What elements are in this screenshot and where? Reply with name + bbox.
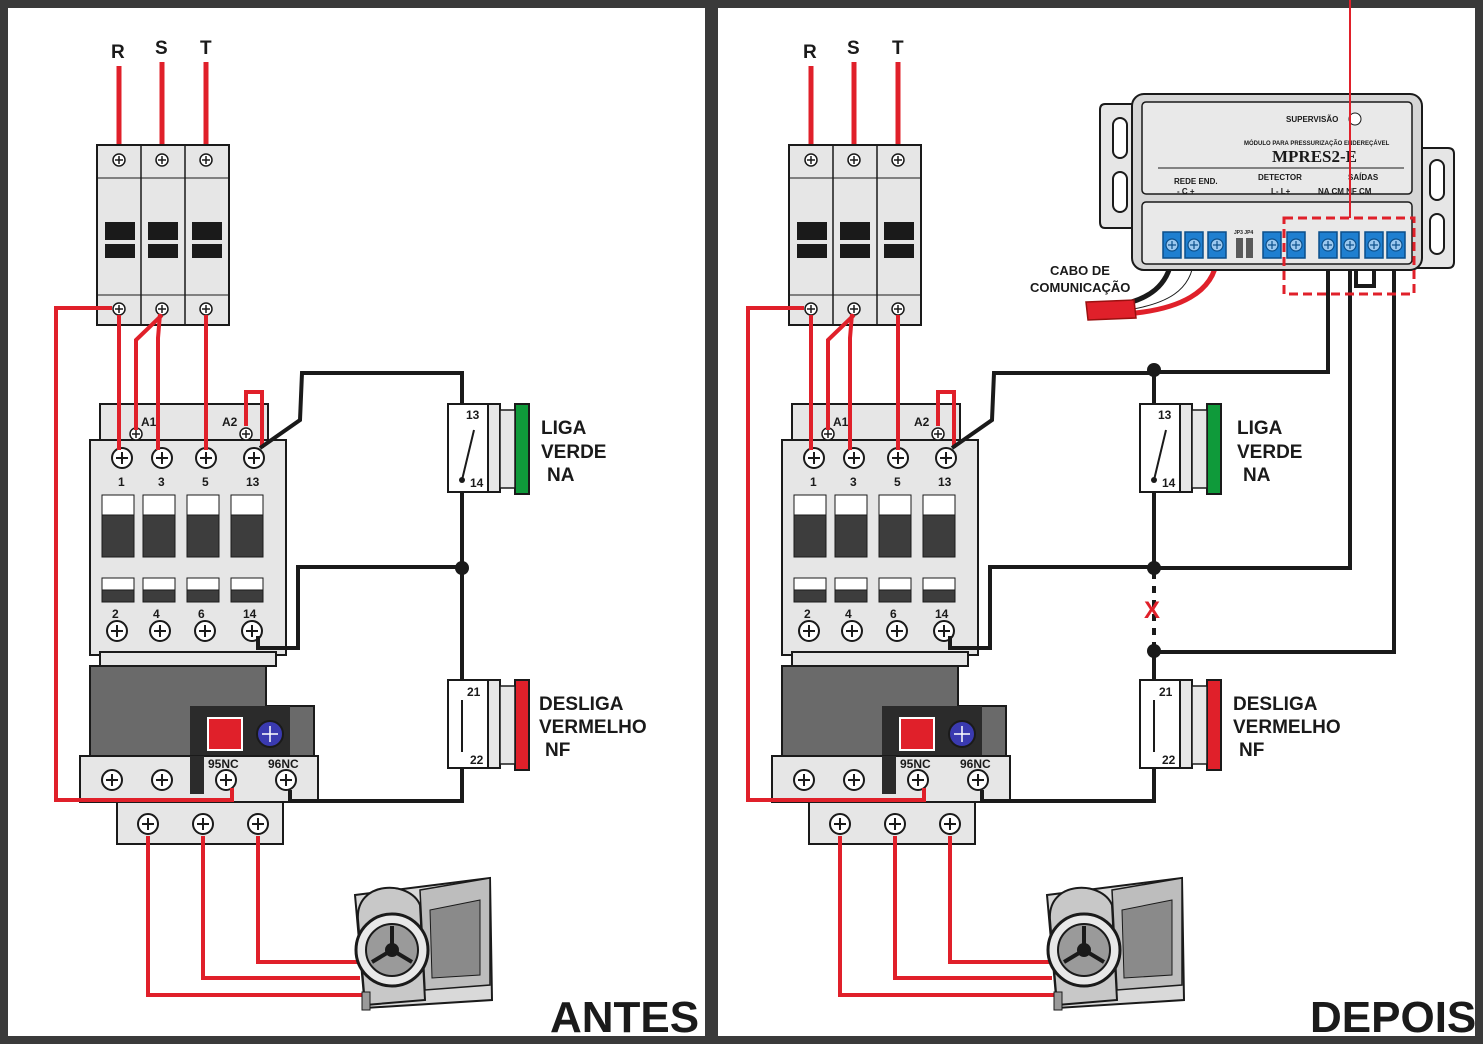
contactor: A1 A2 1 3 5 13 — [89, 403, 287, 667]
phase-label-t: T — [200, 38, 212, 59]
relay-label-96nc: 96NC — [960, 757, 991, 771]
break-mark: X — [1144, 597, 1160, 624]
circuit-breaker — [788, 144, 922, 326]
on-button-terminal-14: 14 — [1162, 476, 1176, 490]
panel-frame-depois — [710, 0, 1483, 1044]
terminal-label-2: 2 — [112, 607, 119, 621]
screw-terminal-icon — [199, 153, 213, 167]
terminal-label-13: 13 — [938, 475, 952, 489]
off-button-terminal-21: 21 — [1159, 685, 1173, 699]
module-group-rede: REDE END. — [1174, 177, 1218, 186]
panel-antes: R S T — [54, 38, 699, 1042]
overload-relay: 95NC 96NC — [79, 665, 319, 845]
terminal-label-5: 5 — [894, 475, 901, 489]
on-button-terminal-13: 13 — [1158, 408, 1172, 422]
off-button-terminal-21: 21 — [467, 685, 481, 699]
module-subtitle: MÓDULO PARA PRESSURIZAÇÃO ENDEREÇÁVEL — [1244, 139, 1390, 147]
panel-caption-antes: ANTES — [550, 993, 699, 1042]
overload-relay: 95NC 96NC — [771, 665, 1011, 845]
off-button-terminal-22: 22 — [470, 753, 484, 767]
on-button-label-line3: NA — [1243, 465, 1271, 486]
circuit-breaker — [96, 144, 230, 326]
coil-label-a1: A1 — [141, 415, 157, 429]
off-button-label-line3: NF — [545, 740, 570, 761]
on-button-label-line1: LIGA — [541, 418, 587, 439]
terminal-label-1: 1 — [118, 475, 125, 489]
phase-label-s: S — [155, 38, 168, 59]
terminal-label-6: 6 — [890, 607, 897, 621]
relay-label-95nc: 95NC — [900, 757, 931, 771]
terminal-label-6: 6 — [198, 607, 205, 621]
power-wires — [746, 306, 1057, 997]
panel-frame-antes — [0, 0, 713, 1044]
phase-label-r: R — [803, 42, 817, 63]
module-control-wires — [1154, 262, 1396, 654]
phase-label-t: T — [892, 38, 904, 59]
terminal-label-1: 1 — [810, 475, 817, 489]
terminal-label-4: 4 — [153, 607, 160, 621]
coil-label-a2: A2 — [222, 415, 238, 429]
junction-dot — [455, 561, 469, 575]
on-button-label-line2: VERDE — [541, 442, 606, 463]
on-button: 13 14 — [447, 403, 530, 495]
off-button-label-line2: VERMELHO — [1233, 717, 1341, 738]
power-wires — [54, 306, 365, 997]
module-group-detector-pins: L- L+ — [1271, 187, 1291, 196]
control-wires — [948, 371, 1156, 803]
screw-terminal-icon — [155, 302, 169, 316]
relay-label-95nc: 95NC — [208, 757, 239, 771]
on-button-label-line2: VERDE — [1237, 442, 1302, 463]
terminal-label-2: 2 — [804, 607, 811, 621]
module-model: MPRES2-E — [1272, 147, 1357, 166]
relay-label-96nc: 96NC — [268, 757, 299, 771]
terminal-label-4: 4 — [845, 607, 852, 621]
terminal-label-3: 3 — [158, 475, 165, 489]
phase-label-s: S — [847, 38, 860, 59]
terminal-label-13: 13 — [246, 475, 260, 489]
coil-label-a1: A1 — [833, 415, 849, 429]
module-group-saidas-pins: NA CM NF CM — [1318, 187, 1372, 196]
fan-icon — [1045, 876, 1186, 1012]
screw-terminal-icon — [112, 302, 126, 316]
module-group-saidas: SAÍDAS — [1348, 173, 1379, 182]
terminal-label-5: 5 — [202, 475, 209, 489]
terminal-label-14: 14 — [243, 607, 257, 621]
on-button-terminal-13: 13 — [466, 408, 480, 422]
screw-terminal-icon — [155, 153, 169, 167]
screw-terminal-icon — [1162, 231, 1182, 259]
on-button-label-line3: NA — [547, 465, 575, 486]
supply-wires — [116, 62, 209, 150]
mpres2e-module: SUPERVISÃO MÓDULO PARA PRESSURIZAÇÃO END… — [1099, 93, 1455, 271]
cable-label-line1: CABO DE — [1050, 263, 1110, 278]
off-button-label-line1: DESLIGA — [539, 694, 624, 715]
terminal-label-3: 3 — [850, 475, 857, 489]
cable-label-line2: COMUNICAÇÃO — [1030, 280, 1130, 295]
screw-terminal-icon — [199, 302, 213, 316]
phase-label-r: R — [111, 42, 125, 63]
panel-depois: R S T — [746, 0, 1476, 1042]
terminal-label-14: 14 — [935, 607, 949, 621]
panel-caption-depois: DEPOIS — [1310, 993, 1476, 1042]
coil-label-a2: A2 — [914, 415, 930, 429]
off-button-label-line3: NF — [1239, 740, 1264, 761]
supply-wires — [808, 62, 901, 150]
control-wires — [256, 371, 464, 803]
module-group-rede-pins: - C + — [1177, 187, 1195, 196]
off-button-label-line2: VERMELHO — [539, 717, 647, 738]
contactor: A1 A2 1 3 5 13 — [781, 403, 979, 667]
fan-icon — [353, 876, 494, 1012]
off-button-label-line1: DESLIGA — [1233, 694, 1318, 715]
on-button-terminal-14: 14 — [470, 476, 484, 490]
module-group-detector: DETECTOR — [1258, 173, 1302, 182]
module-jumpers: JP3 JP4 — [1234, 230, 1253, 236]
module-supervision-label: SUPERVISÃO — [1286, 115, 1338, 124]
off-button-terminal-22: 22 — [1162, 753, 1176, 767]
on-button-label-line1: LIGA — [1237, 418, 1283, 439]
screw-terminal-icon — [112, 153, 126, 167]
off-button: 21 22 — [447, 679, 530, 771]
on-button: 13 14 — [1139, 403, 1222, 495]
off-button: 21 22 — [1139, 679, 1222, 771]
